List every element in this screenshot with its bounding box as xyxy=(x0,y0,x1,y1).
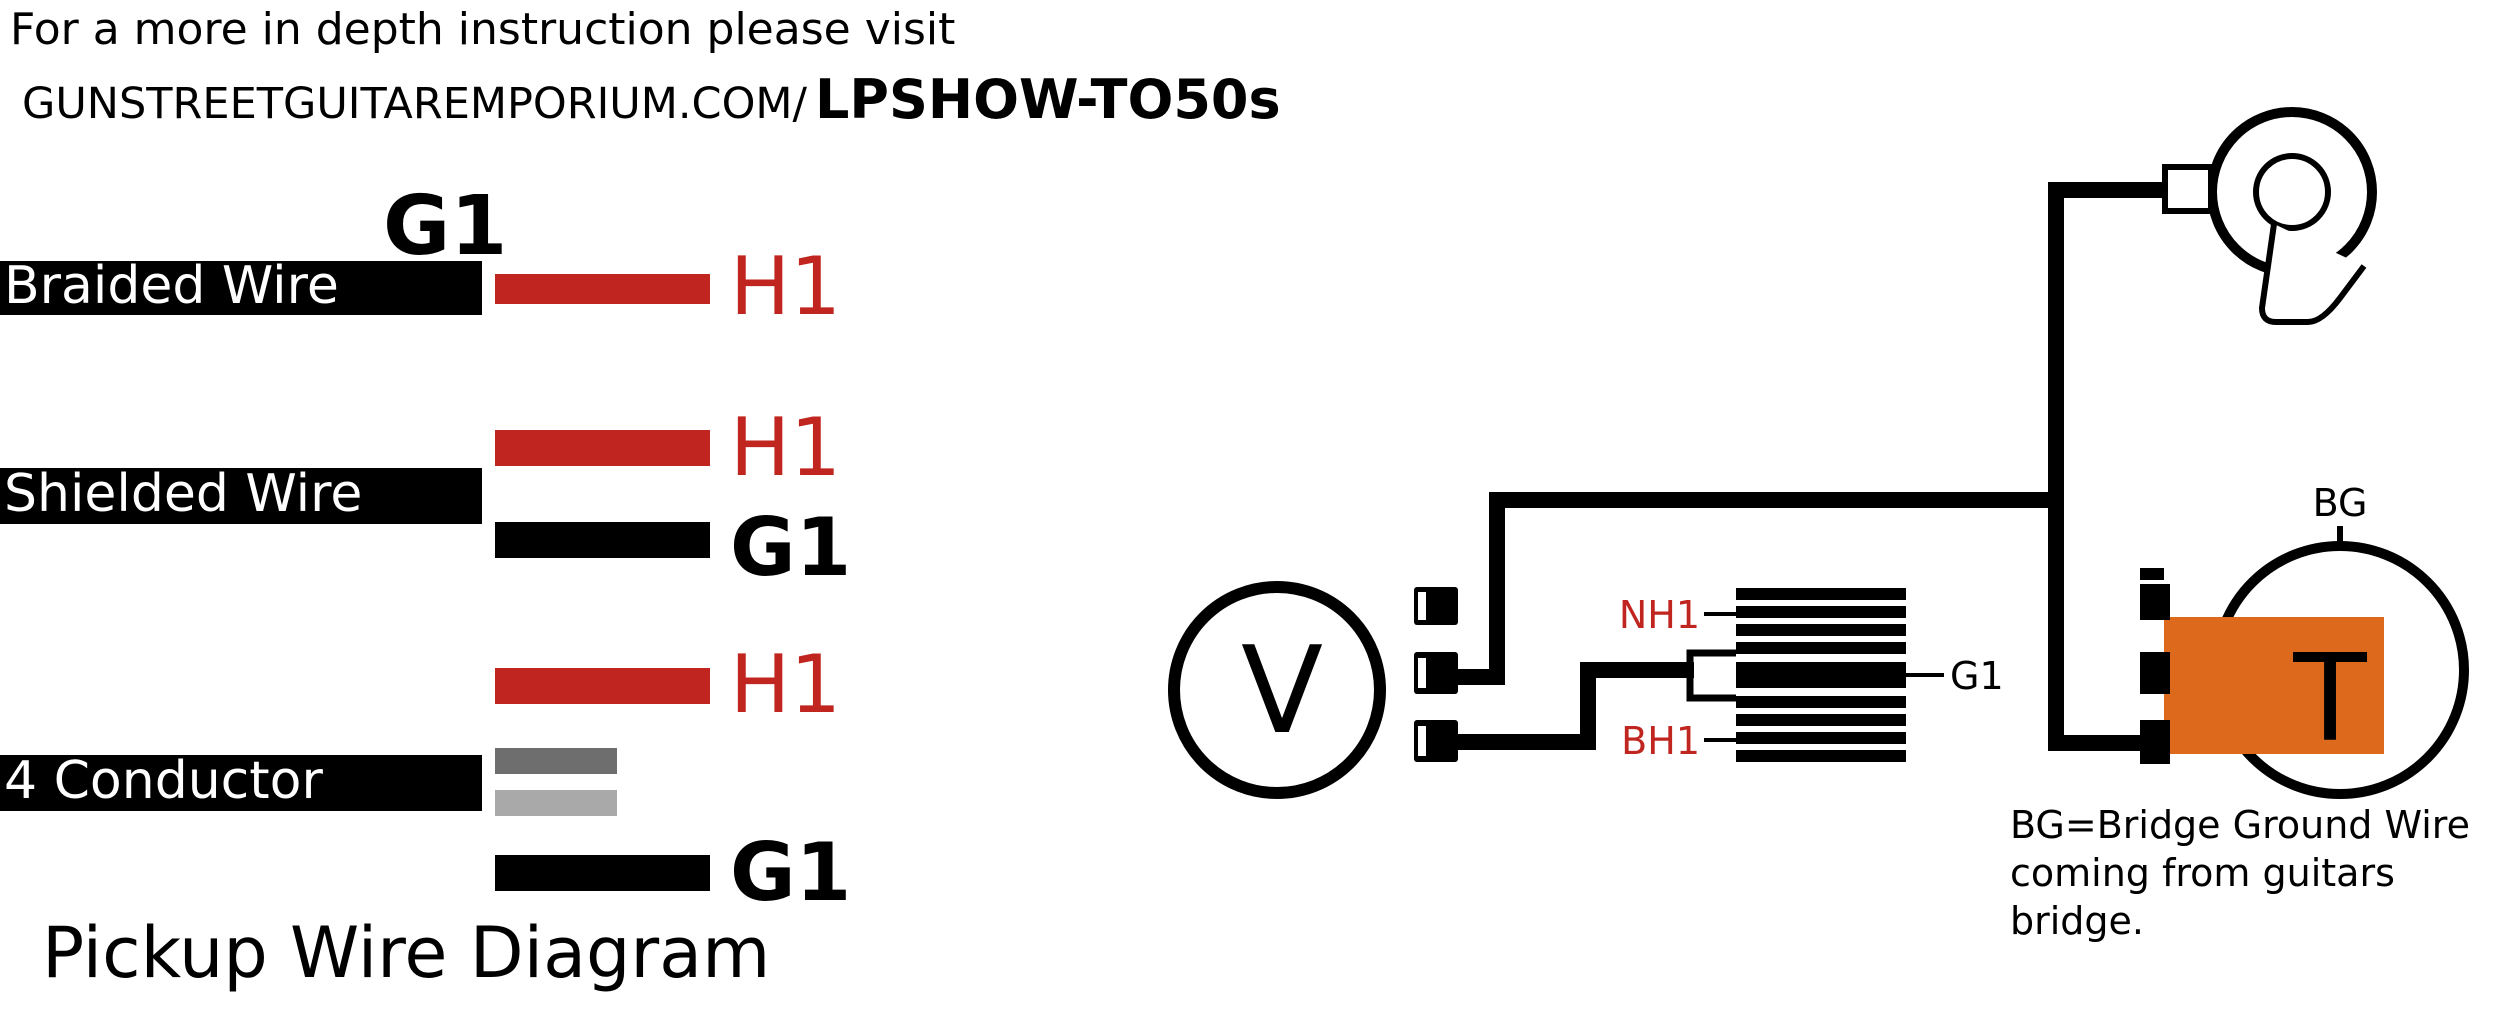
tone-lug-1 xyxy=(2140,584,2170,620)
switch-bridge-pad-2 xyxy=(1736,714,1906,726)
conductor4-hot-label: H1 xyxy=(730,638,841,731)
website-link[interactable]: GUNSTREETGUITAREMPORIUM.COM/LPSHOW-TO50s xyxy=(22,68,1281,131)
website-path: LPSHOW-TO50s xyxy=(815,68,1281,131)
tone-pot: BG T xyxy=(2140,481,2469,799)
braided-wire-label: Braided Wire xyxy=(4,256,339,316)
output-jack xyxy=(2162,107,2377,325)
switch-bridge-pad-1 xyxy=(1736,696,1906,708)
bg-note-line-2: coming from guitars xyxy=(2010,851,2395,895)
shielded-ground-label: G1 xyxy=(730,501,851,594)
switch-neck-pad-2 xyxy=(1736,606,1906,618)
tone-capacitor xyxy=(2164,617,2384,754)
volume-pot-label: V xyxy=(1241,622,1323,761)
conductor4-ground-label: G1 xyxy=(730,826,851,919)
switch-center-pad xyxy=(1736,662,1906,688)
conductor4-hot-wire xyxy=(495,668,710,704)
switch-neck-pad-3 xyxy=(1736,624,1906,636)
shielded-hot-wire xyxy=(495,430,710,466)
volume-pot: V xyxy=(1168,581,1458,799)
volume-to-switch-wire xyxy=(1430,662,1694,750)
tone-lug-3 xyxy=(2140,720,2170,764)
volume-pot-body xyxy=(1168,581,1386,799)
bridge-ground-label: BG xyxy=(2313,481,2368,525)
jack-solder-tab xyxy=(2162,164,2214,214)
tone-lug-2 xyxy=(2140,652,2170,694)
braided-hot-wire xyxy=(495,274,710,304)
shielded-wire-bar xyxy=(0,468,482,524)
conductor4-gray-wire-2 xyxy=(495,790,617,816)
tone-to-jack-wire xyxy=(2048,500,2155,751)
shielded-ground-wire xyxy=(495,522,710,558)
shielded-hot-label: H1 xyxy=(730,401,841,494)
instruction-text: For a more in depth instruction please v… xyxy=(10,4,956,55)
switch-bridge-pad-4 xyxy=(1736,750,1906,762)
switch-neck-pad-4 xyxy=(1736,642,1906,654)
shielded-wire-label: Shielded Wire xyxy=(4,464,362,524)
bg-note-line-3: bridge. xyxy=(2010,899,2144,943)
switch-neck-pad-1 xyxy=(1736,588,1906,600)
switch-ground-label: G1 xyxy=(1950,654,2004,698)
conductor4-ground-wire xyxy=(495,855,710,891)
volume-to-jack-wire xyxy=(1430,182,2167,685)
conductor4-gray-wire-1 xyxy=(495,748,617,774)
bg-note-line-1: BG=Bridge Ground Wire xyxy=(2010,803,2470,847)
schematic: V NH1 BH1 G1 xyxy=(1168,107,2470,943)
switch-neck-label: NH1 xyxy=(1619,593,1700,637)
switch-bridge-pad-3 xyxy=(1736,732,1906,744)
website-domain: GUNSTREETGUITAREMPORIUM.COM/ xyxy=(22,79,808,129)
jack-sleeve xyxy=(2253,153,2331,231)
jack-tip-lug xyxy=(2258,223,2367,325)
switch-bridge-label: BH1 xyxy=(1621,719,1700,763)
braided-hot-label: H1 xyxy=(730,240,841,333)
conductor4-wire-label: 4 Conductor xyxy=(4,751,323,811)
braided-wire-bar xyxy=(0,261,482,315)
switch-output-link xyxy=(1686,649,1736,702)
legend-title: Pickup Wire Diagram xyxy=(42,912,770,994)
legend-top-ground-label: G1 xyxy=(383,179,507,274)
tone-pot-label: T xyxy=(2292,630,2367,769)
toggle-switch: NH1 BH1 G1 xyxy=(1619,588,2004,763)
conductor4-wire-bar xyxy=(0,755,482,811)
wire-legend: G1 Braided Wire H1 H1 Shielded Wire G1 H… xyxy=(0,179,851,994)
